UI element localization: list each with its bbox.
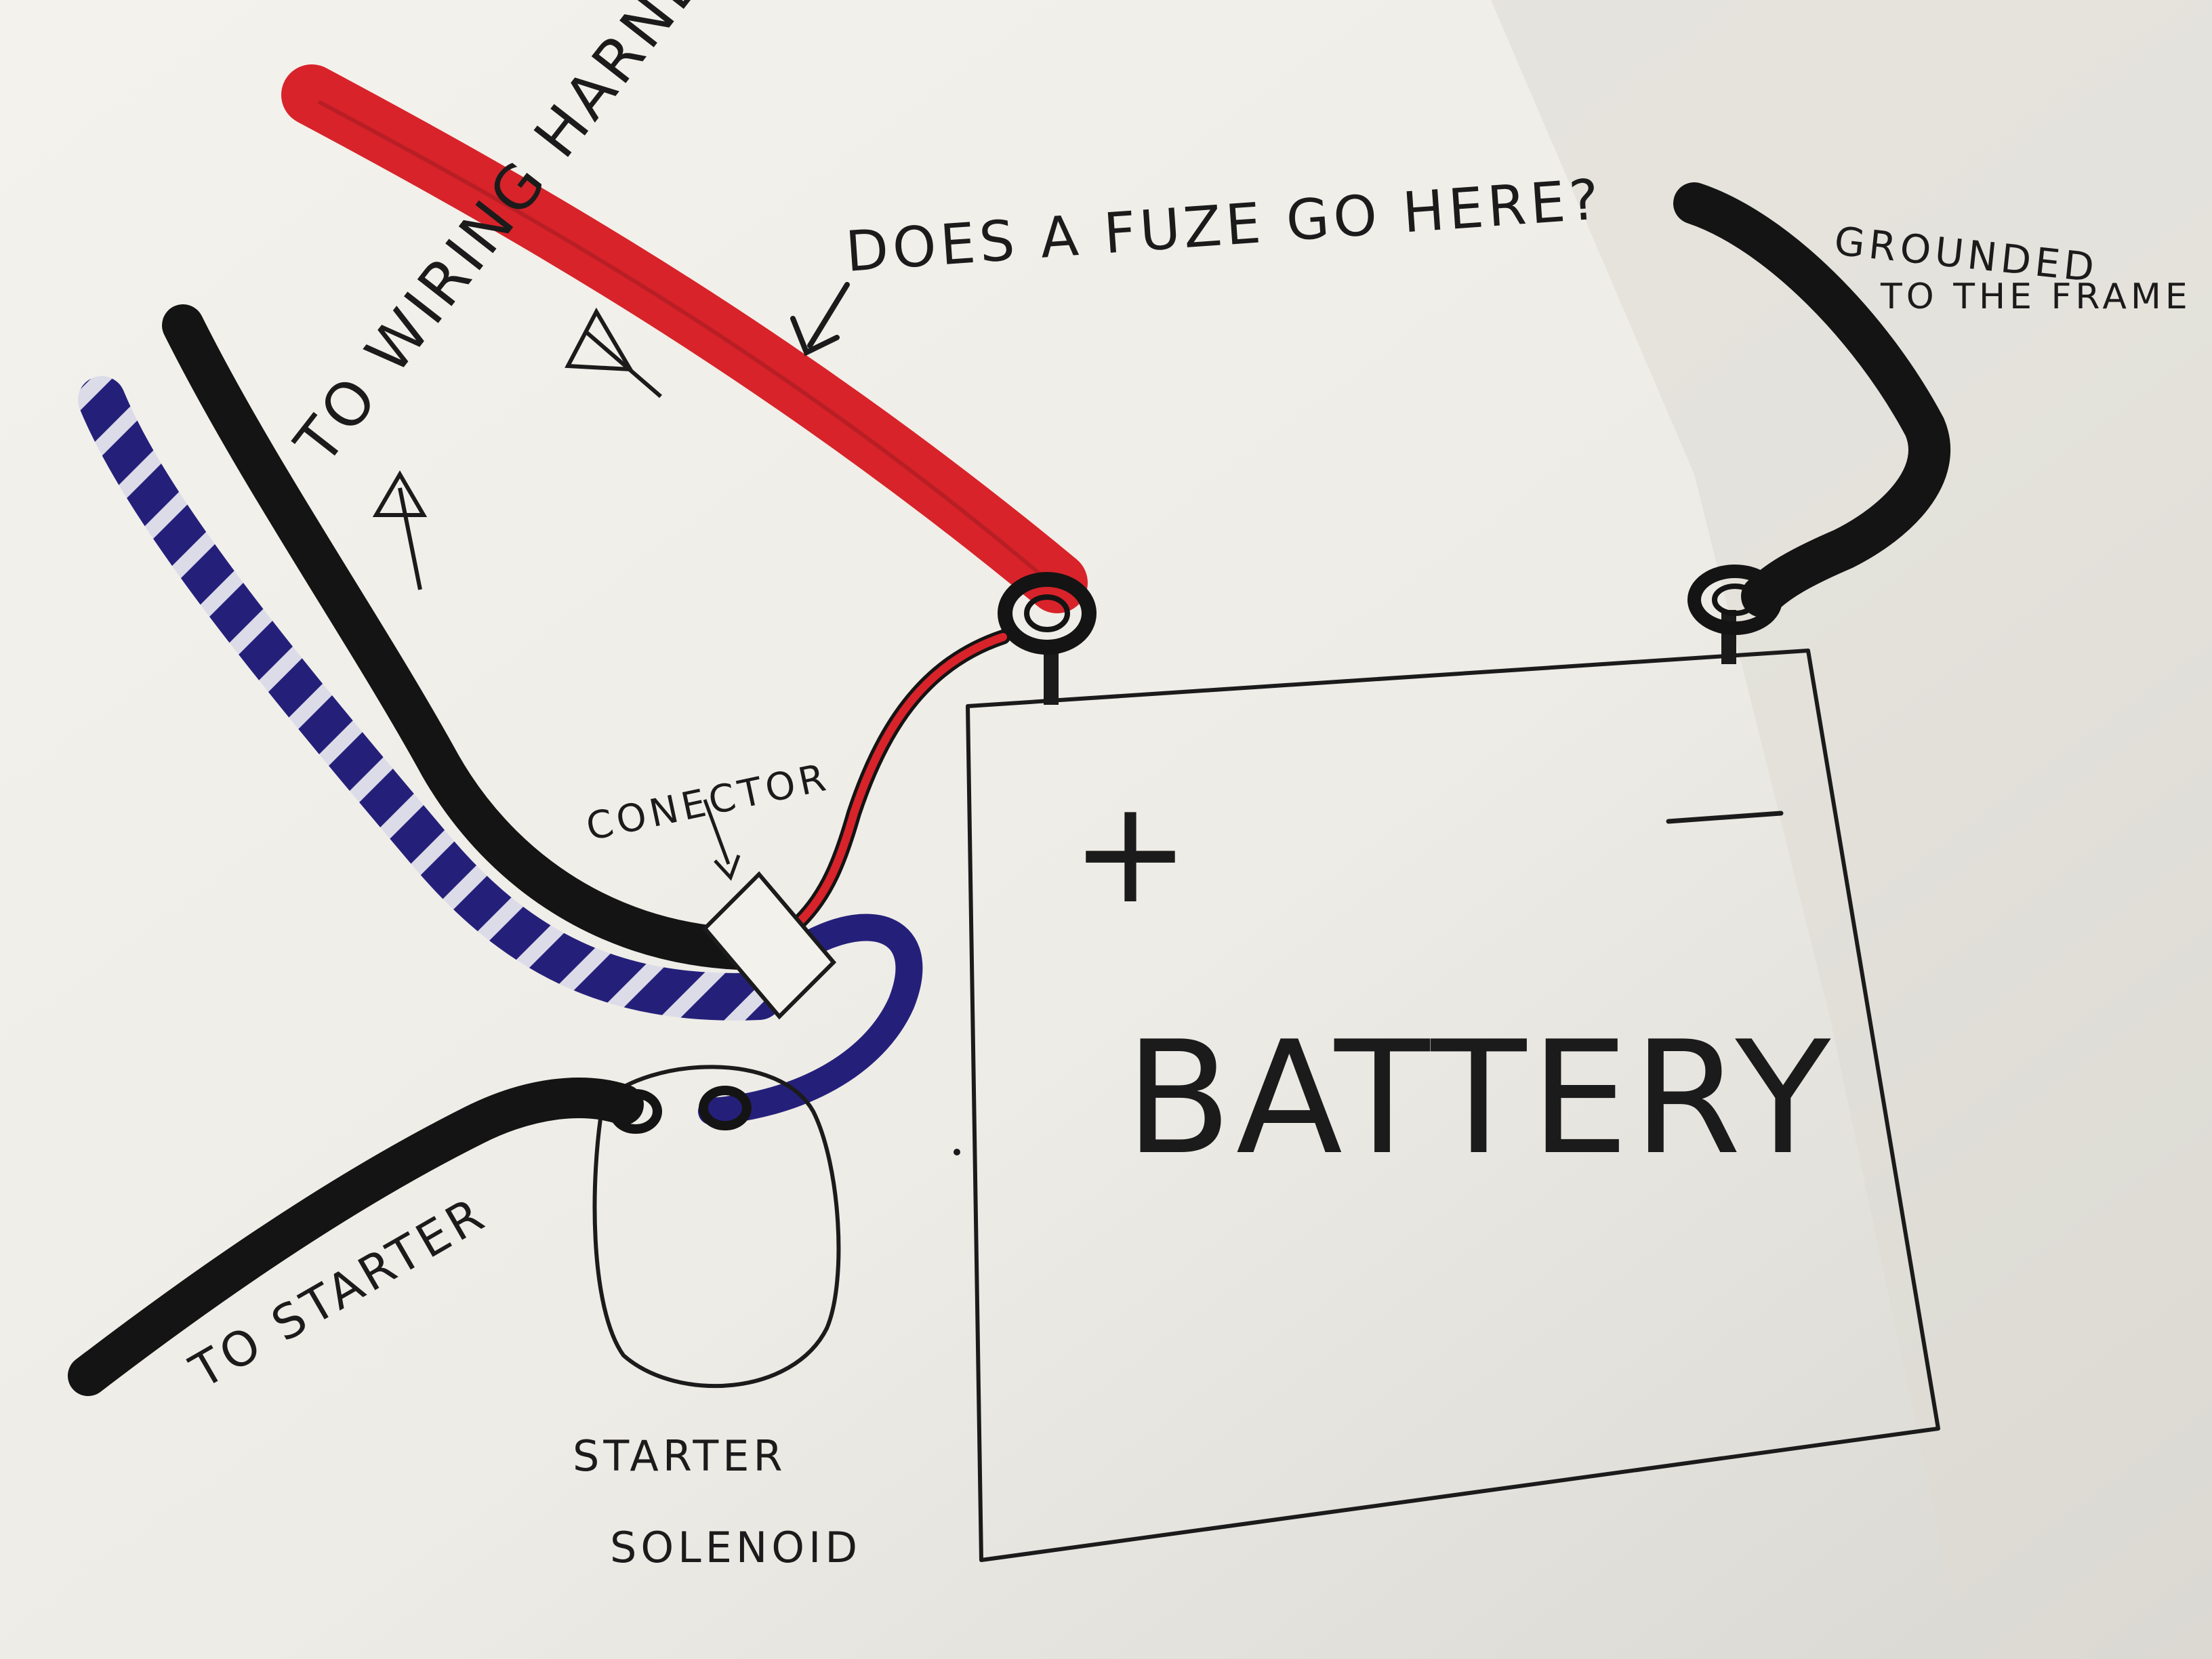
solenoid-label-line1: STARTER bbox=[573, 1431, 787, 1481]
solenoid-outline bbox=[592, 1065, 841, 1388]
ground-label-line2: TO THE FRAME bbox=[1880, 276, 2192, 317]
battery: + BATTERY bbox=[966, 610, 1940, 1562]
paper-shadow bbox=[1491, 0, 2212, 1659]
solenoid-terminal-right bbox=[699, 1086, 752, 1130]
red-harness-cable bbox=[281, 64, 1097, 655]
ground-ring-terminal bbox=[1687, 565, 1782, 635]
harness-arrow-lower bbox=[372, 470, 428, 590]
negative-post bbox=[1721, 610, 1736, 664]
ground-cable bbox=[1673, 182, 1951, 635]
solenoid-label-line2: SOLENOID bbox=[610, 1523, 861, 1572]
ink-dot bbox=[954, 1149, 960, 1155]
battery-outline bbox=[966, 649, 1940, 1562]
blue-wire bbox=[78, 376, 923, 1125]
connector-block bbox=[701, 871, 837, 1020]
battery-label: BATTERY bbox=[1125, 1008, 1835, 1189]
fuse-arrow bbox=[790, 282, 850, 356]
positive-post bbox=[1044, 651, 1059, 705]
black-harness-wire bbox=[162, 304, 760, 970]
positive-ring-terminal bbox=[998, 572, 1097, 655]
battery-positive-sign: + bbox=[1071, 769, 1194, 935]
starter-cable bbox=[68, 1078, 644, 1396]
connector bbox=[701, 799, 837, 1020]
battery-negative-sign bbox=[1666, 811, 1784, 824]
harness-arrow-upper bbox=[565, 307, 662, 398]
